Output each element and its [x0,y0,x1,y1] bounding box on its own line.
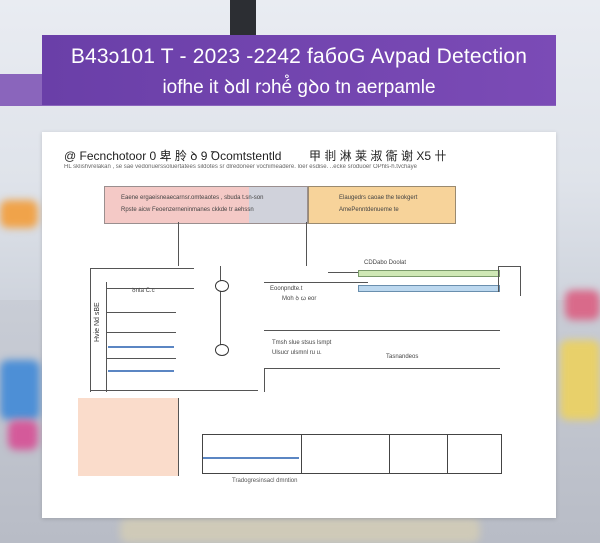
node-circle [215,344,229,356]
data-grid [202,434,502,474]
grid-divider [301,435,302,473]
label-right-top: CDDabo Doolat [364,260,407,266]
red-header-box: Eaene ergaeisneaecarnsr.omteaotes , sbud… [104,186,308,224]
divider-line [264,368,265,392]
red-box-line-1: Eaene ergaeisneaecarnsr.omteaotes , sbud… [121,195,264,201]
label-mid-top: Eoonpndte.t [270,286,303,292]
ceiling-pole [230,0,256,36]
divider-line [106,282,107,392]
diagram-sheet: @ Fecnchotoor 0 卑 朎 ꝺ 9 Ꝺcomtstentld 甲 剕… [42,132,556,518]
divider-line [264,368,500,369]
row-label-3: Tasnandeos [386,354,419,360]
divider-line [264,282,368,283]
sheet-title-right: 甲 剕 淋 莱 淑 衞 谢 X5 卄 [309,149,447,163]
divider-line [90,390,258,391]
divider-line [106,358,176,359]
sheet-title: @ Fecnchotoor 0 卑 朎 ꝺ 9 Ꝺcomtstentld [64,149,282,163]
green-bar [358,270,500,277]
divider-line [264,330,500,331]
orange-box-line-1: Elaugedrs caoae the teokgert [339,195,418,201]
blue-bar [108,370,174,372]
row-label-2: Ulsucr ulsmnl ru u. [272,350,322,356]
banner-title-line-1: B43ɔ101 T - 2023 -2242 faбoG Avpad Detec… [70,45,528,68]
footer-caption: Tradogresinsacl dmntion [232,478,298,484]
light-blue-bar [358,285,500,292]
grid-divider [389,435,390,473]
banner-title-line-2: iofhe it ꝺdl rɔhé̊ gꝺo tn aerpamle [162,77,436,98]
divider-line [498,266,520,267]
vertical-label: Hvie Nd sBE [94,302,101,342]
divider-line [520,266,521,296]
grid-blue-bar [203,457,299,459]
label-mid-top-2: Moh ꝺ ꞷ eor [282,296,317,302]
blue-bar [108,346,174,348]
node-circle [215,280,229,292]
connector-line [220,266,221,350]
grid-divider [447,435,448,473]
orange-header-box: Elaugedrs caoae the teokgert AmePenntden… [308,186,456,224]
title-banner: B43ɔ101 T - 2023 -2242 faбoG Avpad Detec… [42,35,556,105]
divider-line [106,288,194,289]
orange-box-line-2: AmePenntdenueme te [339,207,399,213]
divider-line [178,398,179,476]
divider-line [106,332,176,333]
peach-panel [78,398,178,476]
connector-line [306,222,307,266]
divider-line [90,268,91,392]
row-label-1: Tmsh slue stsus lsmpt [272,340,332,346]
label-left-top: ꝺnta C.c [132,288,155,294]
red-box-line-2: Rpste aicw Feoenzerneninmanes ckkde tr a… [121,207,254,213]
sheet-subtitle: HL sklishvrelakan , se sae vedonuerssolu… [64,164,417,170]
connector-line [178,222,179,266]
divider-line [106,312,176,313]
divider-line [90,268,194,269]
divider-line [498,266,499,292]
